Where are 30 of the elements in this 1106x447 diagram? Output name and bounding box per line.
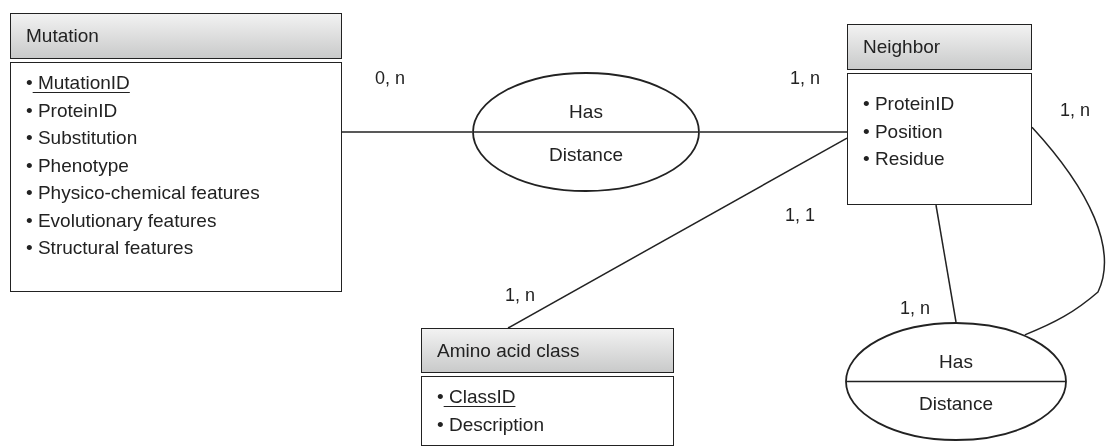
cardinality-label: 1, n: [790, 67, 820, 89]
attribute-text: • Description: [437, 413, 544, 435]
relationship-name: Has: [568, 100, 604, 123]
connector-line: [341, 131, 473, 133]
attribute-text: • Phenotype: [26, 154, 129, 176]
cardinality-label: 0, n: [375, 67, 405, 89]
connector-line: [507, 137, 848, 329]
relationship-name: Has: [938, 350, 974, 373]
attribute-text: • Physico-chemical features: [26, 182, 260, 203]
cardinality-label: 1, n: [1060, 99, 1090, 121]
cardinality-label: 1, 1: [785, 204, 815, 226]
attribute-text: • Structural features: [26, 237, 194, 258]
attribute-text: • ClassID: [437, 386, 516, 407]
attribute-text: • Substitution: [26, 127, 138, 148]
entity-title: Neighbor: [863, 36, 941, 58]
attribute-text: • ProteinID: [26, 99, 118, 121]
relationship-attribute: Distance: [548, 144, 624, 166]
entity-title: Mutation: [26, 25, 99, 47]
connector-line: [1024, 126, 1106, 336]
cardinality-label: 1, n: [505, 284, 535, 306]
relationship-attribute: Distance: [918, 393, 994, 416]
connector-line: [699, 131, 848, 133]
attribute-text: • ProteinID: [863, 93, 955, 114]
attribute-text: • Evolutionary features: [26, 209, 217, 231]
attribute-text: • Residue: [863, 148, 945, 169]
connector-line: [935, 204, 957, 323]
attribute-text: • MutationID: [26, 72, 130, 93]
entity-title: Amino acid class: [437, 339, 580, 362]
attribute-text: • Position: [863, 120, 943, 142]
cardinality-label: 1, n: [900, 297, 930, 319]
